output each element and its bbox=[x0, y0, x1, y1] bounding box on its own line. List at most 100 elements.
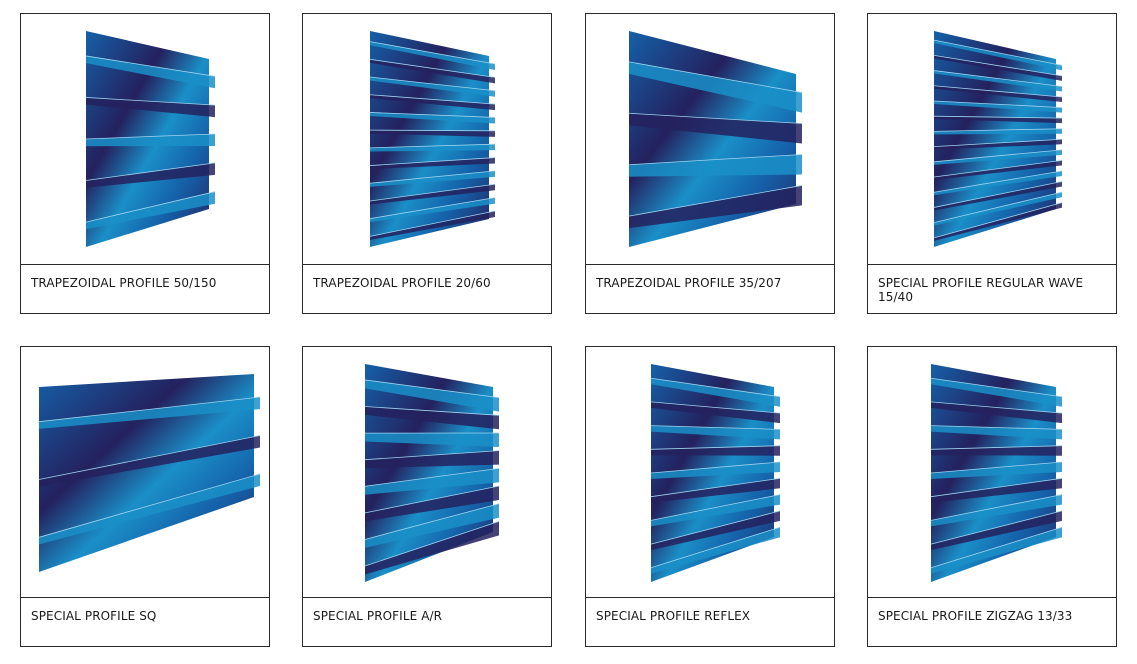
sheet-rib bbox=[931, 527, 1062, 574]
rib-highlight bbox=[628, 61, 803, 93]
sheet-rib bbox=[934, 202, 1062, 241]
rib-highlight bbox=[933, 128, 1063, 132]
rib-highlight bbox=[364, 467, 500, 487]
rib-highlight bbox=[930, 510, 1063, 545]
profile-sheet-image bbox=[85, 31, 216, 247]
rib-highlight bbox=[364, 503, 500, 540]
profile-sheet-image bbox=[930, 364, 1063, 582]
product-label: TRAPEZOIDAL PROFILE 50/150 bbox=[21, 264, 269, 313]
rib-highlight bbox=[650, 461, 781, 474]
sheet-rib bbox=[86, 162, 215, 188]
sheet-rib bbox=[931, 462, 1062, 479]
rib-highlight bbox=[933, 170, 1063, 193]
rib-highlight bbox=[364, 521, 500, 567]
sheet-rib bbox=[370, 210, 495, 240]
rib-highlight bbox=[85, 191, 216, 223]
rib-highlight bbox=[933, 149, 1063, 163]
product-card[interactable]: SPECIAL PROFILE REGULAR WAVE 15/40 bbox=[867, 13, 1117, 314]
sheet-rib bbox=[370, 144, 495, 152]
rib-highlight bbox=[369, 183, 496, 202]
sheet-rib bbox=[651, 378, 780, 407]
rib-highlight bbox=[364, 406, 500, 416]
rib-highlight bbox=[933, 138, 1063, 148]
sheet-rib bbox=[365, 486, 499, 522]
sheet-rib bbox=[934, 40, 1062, 71]
sheet-rib bbox=[651, 527, 780, 574]
sheet-rib bbox=[39, 473, 260, 545]
rib-highlight bbox=[933, 85, 1063, 98]
sheet-rib bbox=[934, 170, 1062, 196]
product-card[interactable]: SPECIAL PROFILE ZIGZAG 13/33 bbox=[867, 346, 1117, 647]
rib-highlight bbox=[650, 494, 781, 521]
rib-highlight bbox=[933, 39, 1063, 66]
sheet-rib bbox=[365, 379, 499, 412]
product-card[interactable]: TRAPEZOIDAL PROFILE 20/60 bbox=[302, 13, 552, 314]
rib-highlight bbox=[650, 526, 781, 569]
rib-highlight bbox=[369, 143, 496, 149]
profile-sheet-image bbox=[650, 364, 781, 582]
product-label: SPECIAL PROFILE A/R bbox=[303, 597, 551, 646]
rib-highlight bbox=[364, 379, 500, 399]
sheet-rib bbox=[651, 462, 780, 479]
rib-highlight bbox=[369, 210, 496, 237]
sheet-rib bbox=[370, 197, 495, 223]
sheet-rib bbox=[39, 397, 260, 429]
sheet-rib bbox=[365, 503, 499, 548]
rib-highlight bbox=[85, 55, 216, 77]
rib-highlight bbox=[628, 185, 803, 217]
product-card[interactable]: TRAPEZOIDAL PROFILE 35/207 bbox=[585, 13, 835, 314]
product-card[interactable]: SPECIAL PROFILE A/R bbox=[302, 346, 552, 647]
rib-highlight bbox=[85, 162, 216, 181]
profile-sheet-image bbox=[628, 31, 803, 247]
rib-highlight bbox=[85, 133, 216, 140]
sheet-rib bbox=[370, 112, 495, 124]
sheet-rib bbox=[39, 435, 260, 487]
sheet-rib bbox=[365, 406, 499, 430]
profile-sheet-image bbox=[933, 31, 1063, 247]
sheet-rib bbox=[370, 94, 495, 111]
profile-sheet-image bbox=[364, 364, 500, 582]
sheet-rib bbox=[931, 401, 1062, 424]
sheet-rib bbox=[934, 192, 1062, 226]
product-label: TRAPEZOIDAL PROFILE 20/60 bbox=[303, 264, 551, 313]
rib-highlight bbox=[628, 154, 803, 166]
rib-highlight bbox=[650, 477, 781, 498]
product-label: TRAPEZOIDAL PROFILE 35/207 bbox=[586, 264, 834, 313]
rib-highlight bbox=[933, 54, 1063, 77]
product-card[interactable]: SPECIAL PROFILE REFLEX bbox=[585, 346, 835, 647]
rib-highlight bbox=[933, 202, 1063, 239]
sheet-rib bbox=[931, 478, 1062, 503]
rib-highlight bbox=[38, 396, 261, 423]
rib-highlight bbox=[650, 510, 781, 545]
sheet-rib bbox=[365, 450, 499, 469]
rib-highlight bbox=[933, 191, 1063, 224]
sheet-rib bbox=[651, 510, 780, 551]
product-card[interactable]: SPECIAL PROFILE SQ bbox=[20, 346, 270, 647]
rib-highlight bbox=[930, 461, 1063, 474]
rib-highlight bbox=[650, 377, 781, 398]
rib-highlight bbox=[628, 112, 803, 124]
rib-highlight bbox=[930, 377, 1063, 398]
sheet-rib bbox=[931, 425, 1062, 440]
rib-highlight bbox=[38, 435, 261, 480]
rib-highlight bbox=[930, 445, 1063, 450]
sheet-rib bbox=[370, 41, 495, 71]
product-label: SPECIAL PROFILE SQ bbox=[21, 597, 269, 646]
sheet-rib bbox=[651, 494, 780, 527]
rib-highlight bbox=[369, 58, 496, 78]
sheet-rib bbox=[934, 160, 1062, 181]
sheet-rib bbox=[934, 181, 1062, 211]
rib-highlight bbox=[933, 181, 1063, 208]
rib-highlight bbox=[364, 485, 500, 514]
sheet-rib bbox=[931, 445, 1062, 456]
sheet-rib bbox=[365, 468, 499, 495]
rib-highlight bbox=[933, 160, 1063, 178]
rib-highlight bbox=[369, 197, 496, 220]
product-label: SPECIAL PROFILE REFLEX bbox=[586, 597, 834, 646]
profile-sheet-image bbox=[38, 374, 261, 572]
product-card[interactable]: TRAPEZOIDAL PROFILE 50/150 bbox=[20, 13, 270, 314]
sheet-rib bbox=[370, 59, 495, 84]
sheet-rib bbox=[934, 149, 1062, 165]
rib-highlight bbox=[933, 100, 1063, 108]
sheet-rib bbox=[651, 445, 780, 456]
